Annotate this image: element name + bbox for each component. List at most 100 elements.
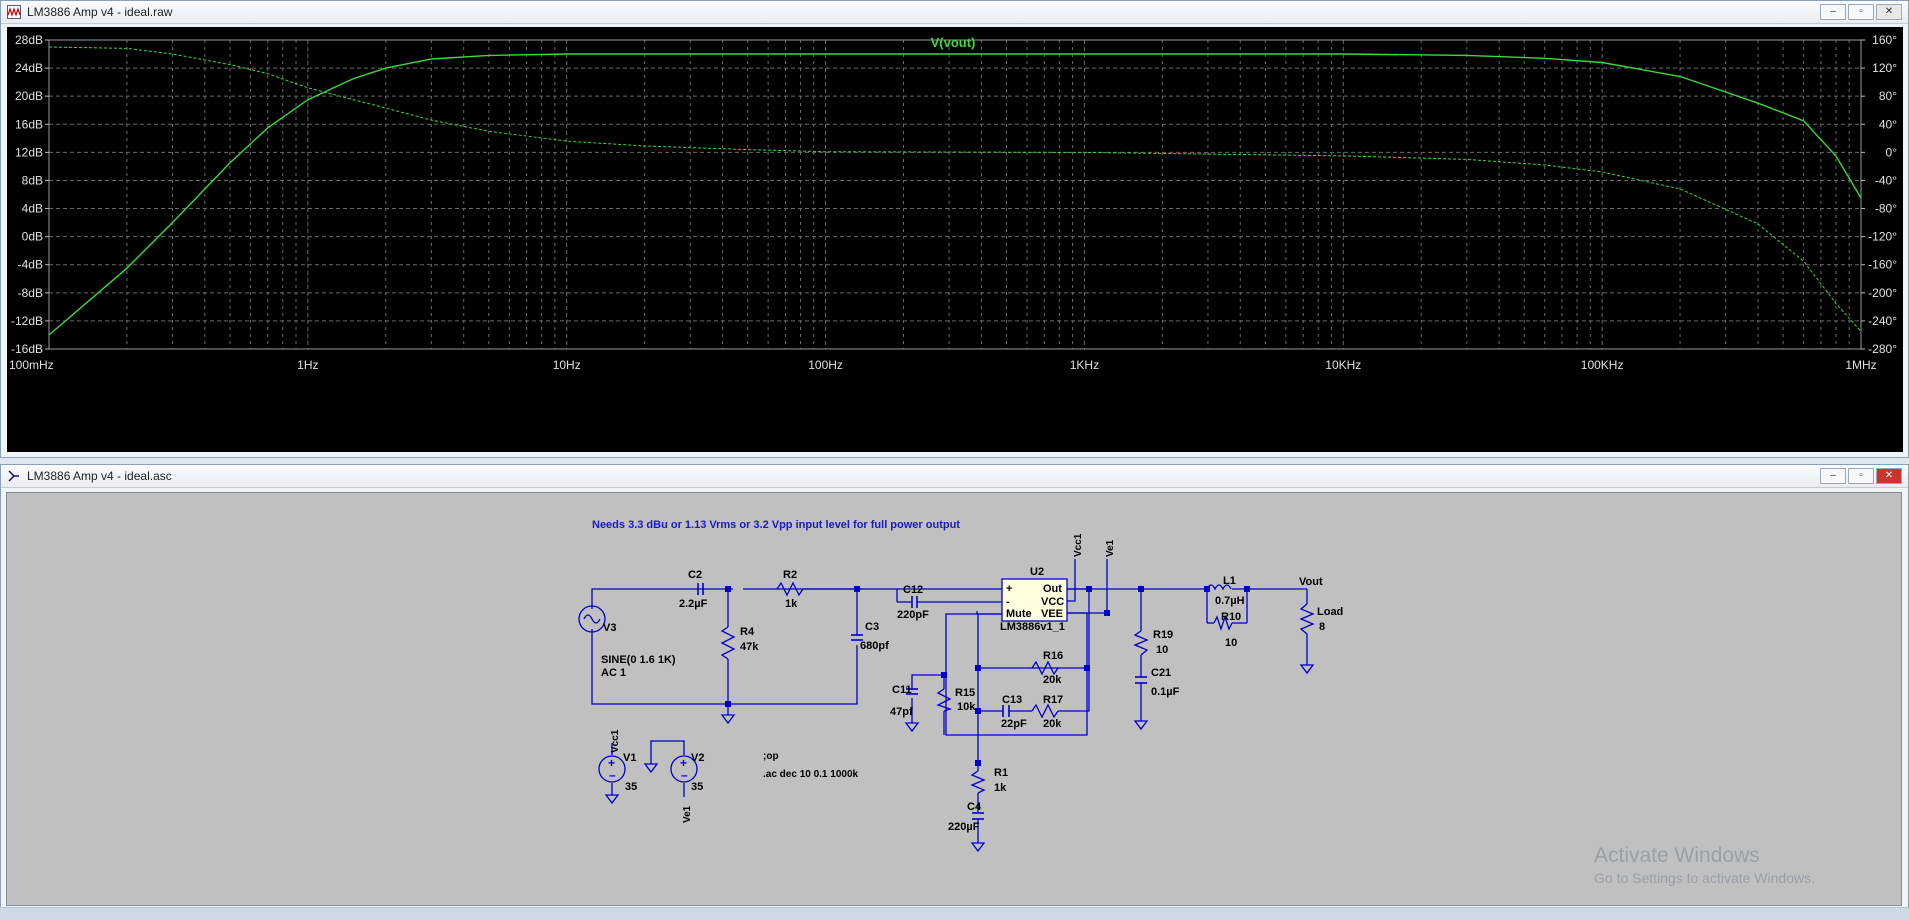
x-tick-label: 10KHz [1325, 358, 1361, 372]
c2-value: 2.2µF [679, 598, 708, 610]
u2-name: U2 [1030, 566, 1044, 578]
y-tick-label: 12dB [15, 145, 43, 159]
y2-tick-label: 120° [1872, 61, 1897, 75]
c11-value: 47pf [890, 706, 913, 718]
y2-tick-label: -80° [1875, 202, 1897, 216]
source-polarity: +– +– [608, 756, 688, 782]
taskbar-strip [0, 907, 1909, 920]
voltage-sources [578, 605, 698, 783]
schematic-canvas[interactable]: +– +– Needs 3.3 dBu or 1.13 Vrms or 3.2 … [6, 492, 1902, 906]
y2-tick-label: 0° [1886, 145, 1898, 159]
c13-name: C13 [1002, 694, 1022, 706]
schematic-titlebar[interactable]: LM3886 Amp v4 - ideal.asc – ▫ ✕ [1, 465, 1908, 488]
trace-label-vout[interactable]: V(vout) [931, 35, 976, 50]
u2-part: LM3886v1_1 [1000, 621, 1065, 633]
r10-value: 10 [1225, 637, 1237, 649]
waveform-chart[interactable]: 100mHz 1Hz 10Hz 100Hz 1KHz 10KHz 100KHz 1MHz 28d… [7, 27, 1903, 452]
c13-value: 22pF [1001, 718, 1027, 730]
phase-series-line [48, 46, 1862, 332]
v3-name: V3 [603, 622, 616, 634]
x-tick-label: 10Hz [553, 358, 581, 372]
u2-pin-vee: VEE [1041, 608, 1063, 620]
y-tick-label: -4dB [18, 258, 43, 272]
l1-value: 0.7µH [1215, 595, 1245, 607]
u2-body[interactable] [1001, 578, 1068, 622]
activation-watermark-title: Activate Windows [1594, 844, 1760, 867]
magnitude-series-line [48, 53, 1862, 336]
v2-name: V2 [691, 752, 704, 764]
y2-tick-label: -160° [1868, 258, 1897, 272]
x-tick-label: 1KHz [1070, 358, 1099, 372]
v1-value: 35 [625, 781, 637, 793]
junction-dots [725, 586, 1250, 766]
net-label-vcc1: Vcc1 [1073, 533, 1084, 557]
x-tick-label: 100Hz [808, 358, 843, 372]
v2-value: 35 [691, 781, 703, 793]
load-value: 8 [1319, 621, 1325, 633]
plot-grid [48, 39, 1862, 350]
y2-tick-label: -280° [1868, 342, 1897, 356]
minimize-button[interactable]: – [1820, 468, 1846, 484]
c3-name: C3 [865, 621, 879, 633]
schematic-wires [591, 559, 1308, 843]
waveform-app-icon [7, 5, 21, 19]
restore-button[interactable]: ▫ [1848, 4, 1874, 20]
component-labels: Needs 3.3 dBu or 1.13 Vrms or 3.2 Vpp in… [592, 519, 1343, 833]
r4-name: R4 [740, 626, 755, 638]
y-tick-label: -8dB [18, 286, 43, 300]
x-tick-label: 100KHz [1581, 358, 1624, 372]
r2-value: 1k [785, 598, 798, 610]
r15-name: R15 [955, 687, 975, 699]
c21-name: C21 [1151, 667, 1171, 679]
waveform-plot[interactable]: 100mHz 1Hz 10Hz 100Hz 1KHz 10KHz 100KHz 1MHz 28d… [7, 27, 1903, 452]
ground-symbols [604, 664, 1315, 853]
net-label-vout: Vout [1299, 576, 1323, 588]
v3-spec2: AC 1 [601, 667, 626, 679]
svg-text:+: + [680, 756, 687, 770]
r2-name: R2 [783, 569, 797, 581]
r16-value: 20k [1043, 674, 1062, 686]
c3-value: 680pf [860, 640, 889, 652]
schematic-window-title: LM3886 Amp v4 - ideal.asc [27, 469, 172, 483]
v3-spec1: SINE(0 1.6 1K) [601, 654, 676, 666]
schematic-note: Needs 3.3 dBu or 1.13 Vrms or 3.2 Vpp in… [592, 519, 960, 531]
y-tick-label: 4dB [22, 202, 43, 216]
c2-name: C2 [688, 569, 702, 581]
y2-tick-label: 160° [1872, 33, 1897, 47]
y-tick-label: 8dB [22, 173, 43, 187]
u2-pin-mute: Mute [1006, 608, 1032, 620]
y-tick-label: 24dB [15, 61, 43, 75]
x-tick-label: 1Hz [297, 358, 318, 372]
svg-text:–: – [609, 768, 616, 782]
u2-pin-vcc: VCC [1041, 596, 1064, 608]
waveform-titlebar[interactable]: LM3886 Amp v4 - ideal.raw – ▫ ✕ [1, 1, 1908, 24]
c11-name: C11 [892, 684, 912, 696]
y-tick-label: 16dB [15, 117, 43, 131]
net-label-ve1: Ve1 [1105, 539, 1116, 557]
y-tick-label: -16dB [11, 342, 43, 356]
close-button[interactable]: ✕ [1876, 468, 1902, 484]
x-tick-label: 1MHz [1845, 358, 1876, 372]
svg-text:–: – [681, 768, 688, 782]
r10-name: R10 [1221, 611, 1241, 623]
r19-value: 10 [1156, 644, 1168, 656]
restore-button[interactable]: ▫ [1848, 468, 1874, 484]
r17-value: 20k [1043, 718, 1062, 730]
v1-name: V1 [623, 752, 636, 764]
x-tick-label: 100mHz [9, 358, 54, 372]
y-tick-label: 0dB [22, 230, 43, 244]
c4-name: C4 [967, 801, 982, 813]
y2-tick-label: -40° [1875, 173, 1897, 187]
svg-text:+: + [608, 756, 615, 770]
u2-pin-minus: - [1006, 596, 1010, 608]
c4-value: 220µF [948, 821, 980, 833]
close-button[interactable]: ✕ [1876, 4, 1902, 20]
waveform-window: LM3886 Amp v4 - ideal.raw – ▫ ✕ 100mHz 1H… [0, 0, 1909, 458]
r19-name: R19 [1153, 629, 1173, 641]
y-tick-label: 20dB [15, 89, 43, 103]
y-tick-label: 28dB [15, 33, 43, 47]
schematic-drawing[interactable]: +– +– Needs 3.3 dBu or 1.13 Vrms or 3.2 … [7, 493, 1901, 905]
y-tick-label: -12dB [11, 314, 43, 328]
minimize-button[interactable]: – [1820, 4, 1846, 20]
y2-tick-label: -200° [1868, 286, 1897, 300]
